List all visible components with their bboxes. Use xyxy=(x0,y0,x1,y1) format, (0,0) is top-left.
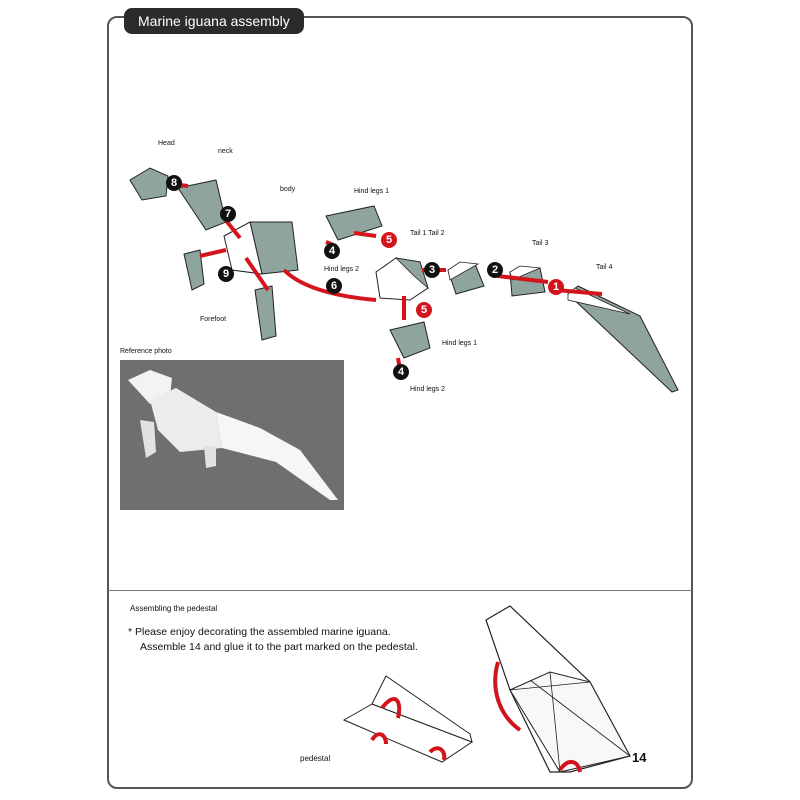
part-forefoot-upper xyxy=(183,249,205,291)
label-forefoot: Forefoot xyxy=(200,316,227,323)
step-2: 2 xyxy=(487,262,503,278)
label-neck: neck xyxy=(218,148,233,155)
step-8: 8 xyxy=(166,175,182,191)
step-5-bottom: 5 xyxy=(416,302,432,318)
part-14-label: 14 xyxy=(632,750,647,765)
pedestal-note-line-1: * Please enjoy decorating the assembled … xyxy=(128,626,391,638)
label-head: Head xyxy=(158,140,175,147)
step-3: 3 xyxy=(424,262,440,278)
step-9: 9 xyxy=(218,266,234,282)
step-4-top: 4 xyxy=(324,243,340,259)
part-forefoot-lower xyxy=(254,285,277,341)
label-hind-legs-1-bottom: Hind legs 1 xyxy=(442,340,478,347)
pedestal-label: pedestal xyxy=(300,754,331,763)
label-body: body xyxy=(280,186,296,193)
page-title: Marine iguana assembly xyxy=(124,8,304,34)
pedestal-note-line-2: Assemble 14 and glue it to the part mark… xyxy=(140,641,418,653)
label-hind-legs-2-bottom: Hind legs 2 xyxy=(410,386,446,393)
part-hind-legs-1-bottom xyxy=(389,321,431,359)
page-frame xyxy=(107,16,693,789)
step-6: 6 xyxy=(326,278,342,294)
part-head xyxy=(129,167,169,201)
step-5-top: 5 xyxy=(381,232,397,248)
label-hind-legs-1-top: Hind legs 1 xyxy=(354,188,390,195)
step-4-bottom: 4 xyxy=(393,364,409,380)
reference-photo-iguana xyxy=(120,360,344,510)
step-7: 7 xyxy=(220,206,236,222)
pedestal-illustration xyxy=(342,675,474,763)
label-tail-4: Tail 4 xyxy=(596,264,613,271)
label-hind-legs-2-top: Hind legs 2 xyxy=(324,266,360,273)
section-divider xyxy=(108,590,692,591)
step-1: 1 xyxy=(548,279,564,295)
label-tail-3: Tail 3 xyxy=(532,240,549,247)
reference-photo-label: Reference photo xyxy=(120,348,172,355)
part-tail-4 xyxy=(567,285,679,393)
part-hind-legs-1-top xyxy=(325,205,383,241)
pedestal-section-heading: Assembling the pedestal xyxy=(130,604,218,613)
label-tail-1-tail-2: Tail 1 Tail 2 xyxy=(410,230,445,237)
part-14-illustration xyxy=(485,605,631,773)
